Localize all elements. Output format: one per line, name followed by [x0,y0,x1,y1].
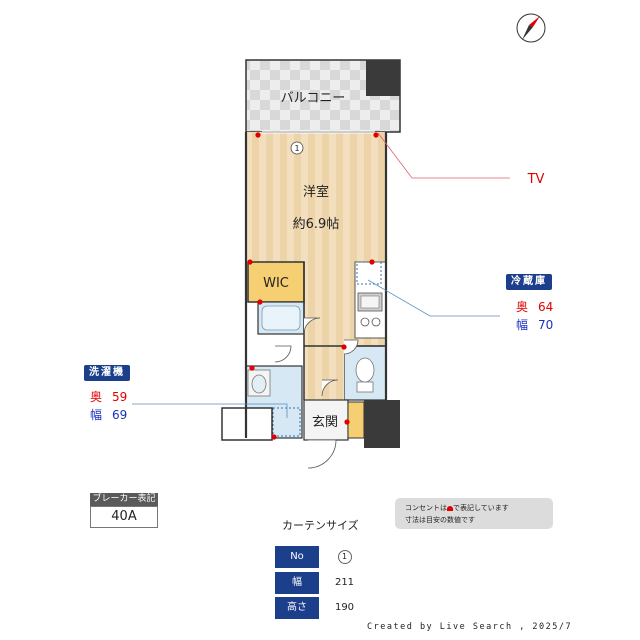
svg-text:1: 1 [294,144,299,153]
tv-leader-line [377,132,510,179]
compass-icon [516,13,546,43]
curtain-row-no: No 1 [275,546,365,568]
curtain-row-width: 幅 211 [275,572,365,594]
window-marker: 1 [290,141,304,155]
western-room-size: 約6.9帖 [293,217,340,232]
washer-leader-line [132,403,288,418]
western-room-area [246,132,386,262]
western-room-label: 洋室 [303,184,329,200]
entrance-label: 玄関 [312,415,338,430]
outlet-icon [447,505,453,511]
curtain-no-value: 1 [337,550,352,564]
curtain-width-value: 211 [334,577,355,588]
tv-label: TV [527,172,545,187]
notes-line-1: コンセントはで表記しています [405,504,509,512]
breaker-value: 40A [90,506,158,528]
fridge-leader-line [367,279,500,317]
curtain-title: カーテンサイズ [282,519,359,532]
notes-line-2: 寸法は目安の数値です [405,516,475,524]
curtain-height-value: 190 [334,602,355,613]
balcony-label: バルコニー [281,91,346,106]
curtain-row-height: 高さ 190 [275,597,365,619]
notes-box: コンセントはで表記しています 寸法は目安の数値です [395,498,553,529]
credit-text: Created by Live Search , 2025/7 [367,622,573,632]
wic-label: WIC [263,276,289,291]
breaker-label: ブレーカー表記 [90,493,158,506]
entrance-area [303,399,349,441]
outlet-markers [247,132,379,440]
fridge-tag: 冷蔵庫 [506,274,552,290]
washer-tag: 洗濯機 [84,365,130,381]
